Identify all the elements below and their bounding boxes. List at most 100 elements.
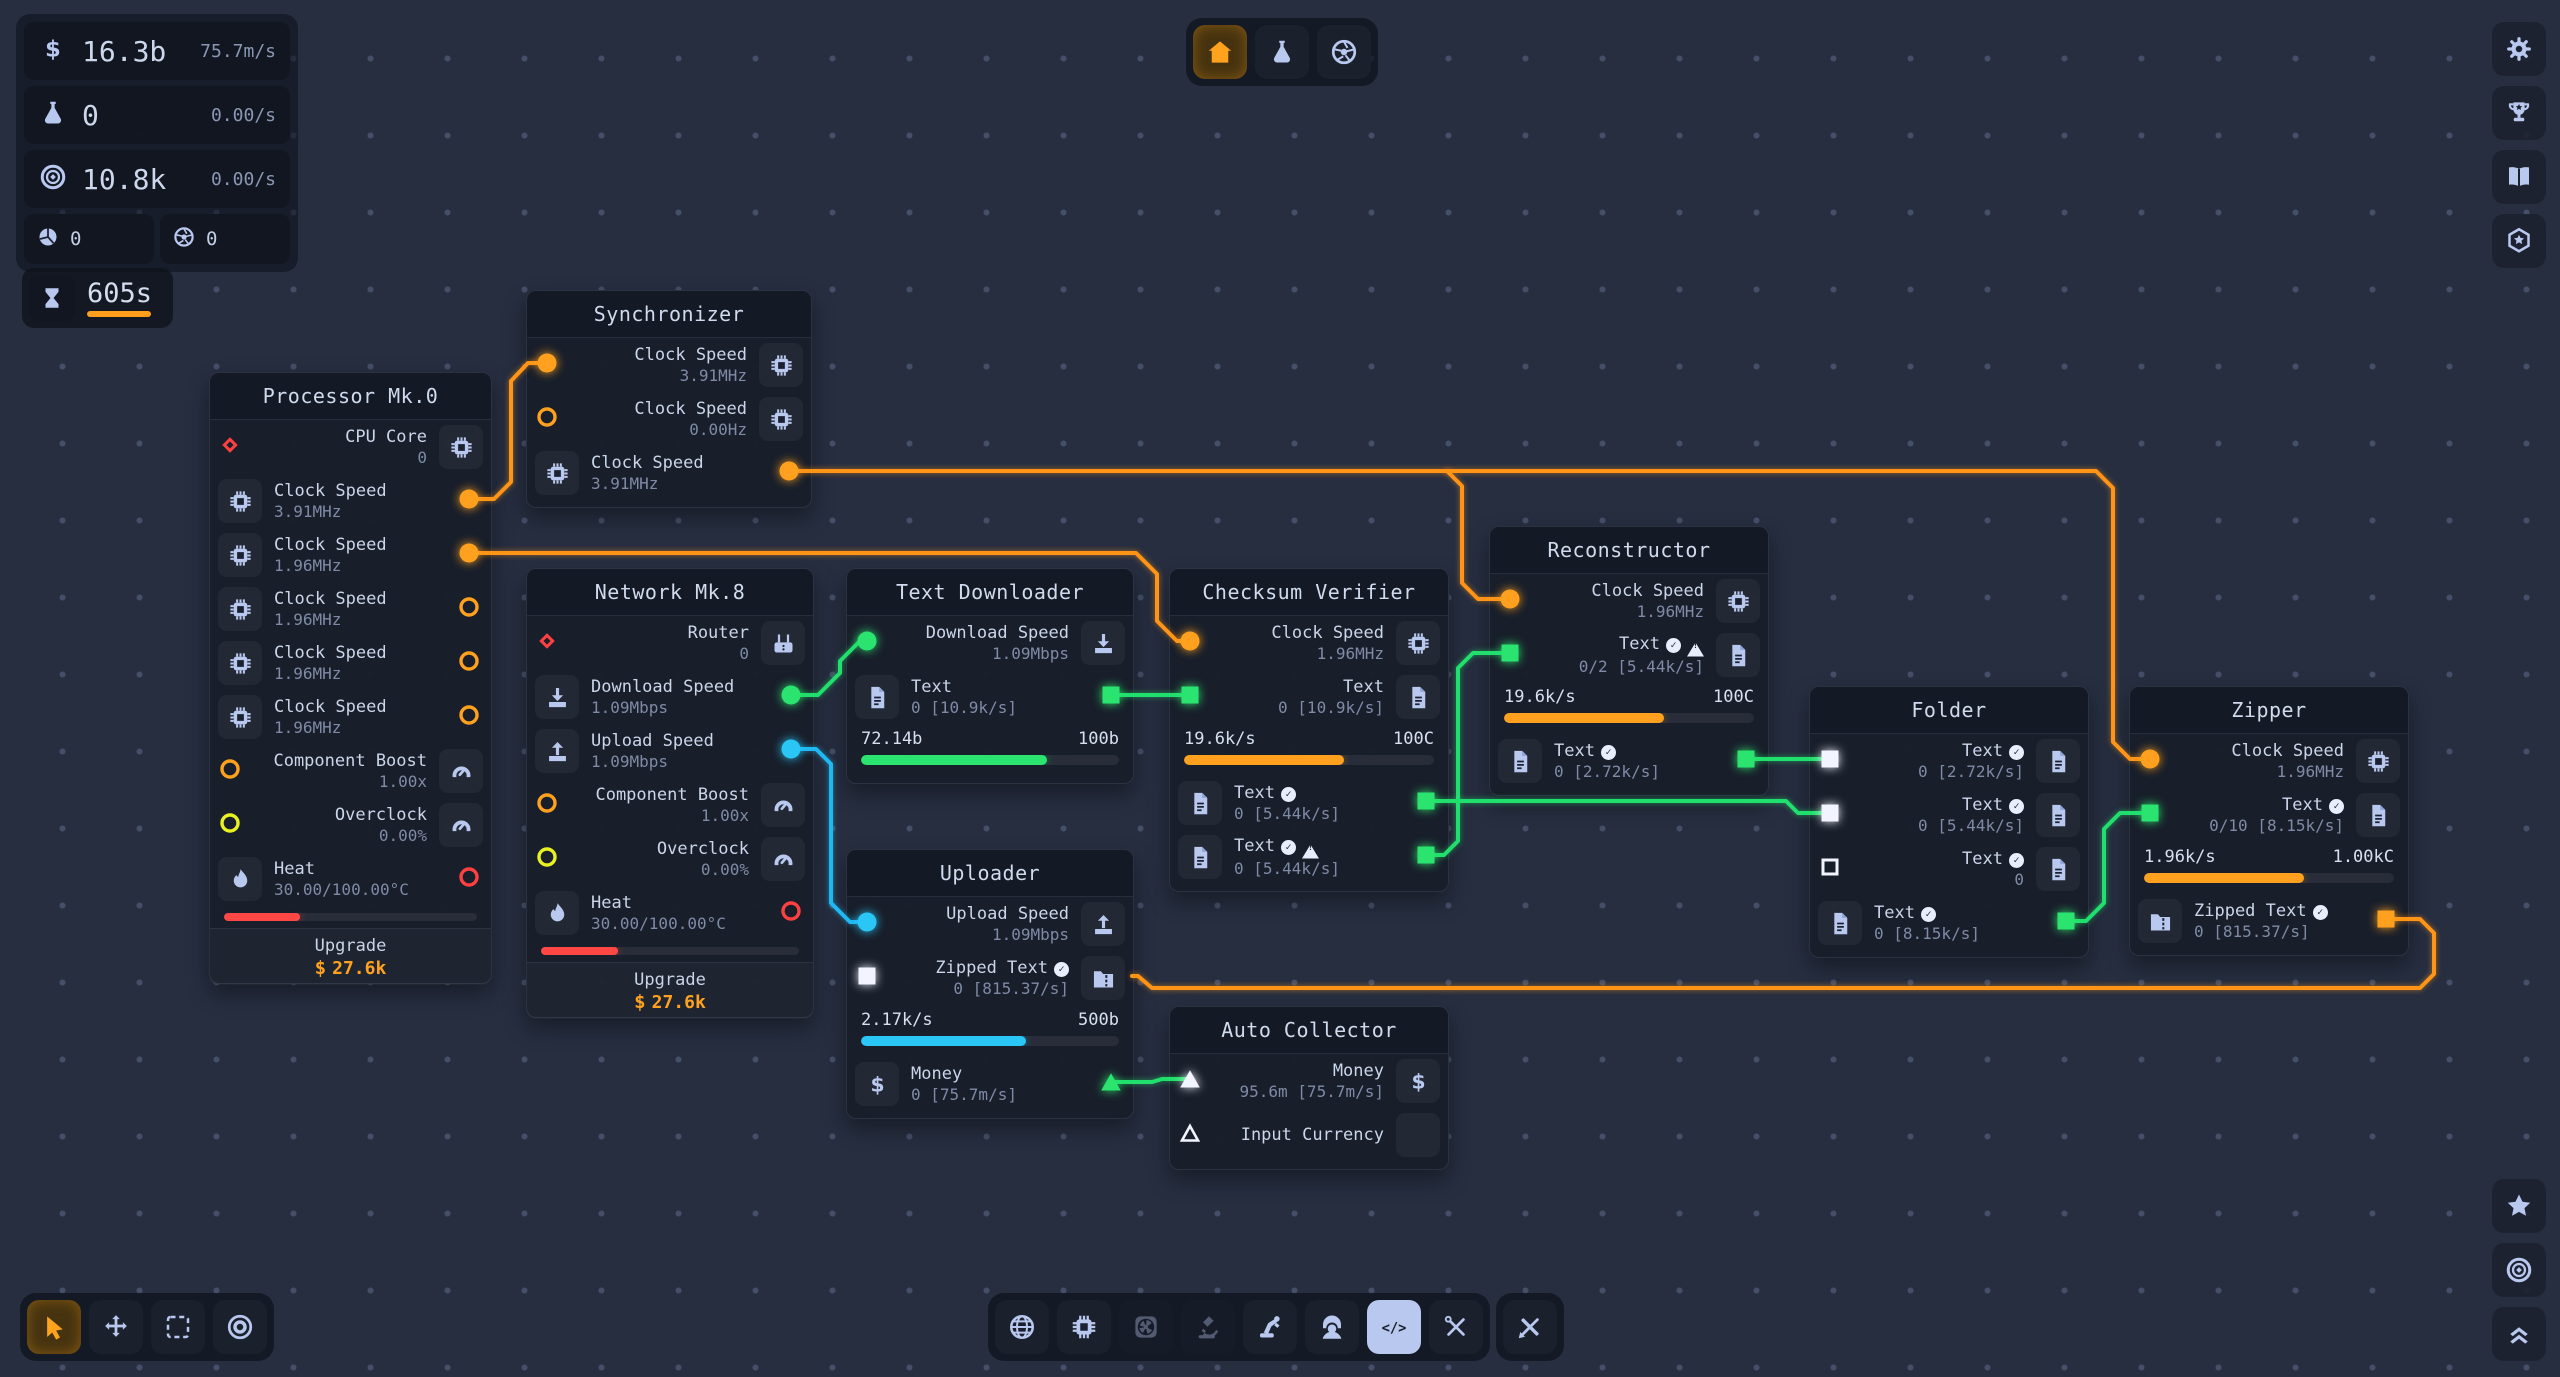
marquee-select-button[interactable] xyxy=(151,1300,205,1354)
port-triangle-filled[interactable] xyxy=(1099,1070,1123,1094)
port-circle-filled[interactable] xyxy=(779,737,803,761)
node-title[interactable]: Uploader xyxy=(847,850,1133,897)
node-title[interactable]: Auto Collector xyxy=(1170,1007,1448,1054)
port-circle-hollow[interactable] xyxy=(457,865,481,889)
fan-button[interactable] xyxy=(1119,1300,1173,1354)
cursor-icon xyxy=(47,1316,63,1340)
port-square-filled[interactable] xyxy=(1414,843,1438,867)
port-circle-filled[interactable] xyxy=(777,459,801,483)
node-title[interactable]: Folder xyxy=(1810,687,2088,734)
row-label: Money xyxy=(911,1064,1087,1085)
tools-button[interactable] xyxy=(1429,1300,1483,1354)
port-circle-hollow[interactable] xyxy=(457,595,481,619)
design-button[interactable] xyxy=(1503,1300,1557,1354)
node-title[interactable]: Processor Mk.0 xyxy=(210,373,491,420)
port-circle-hollow[interactable] xyxy=(218,811,242,835)
row-label-text: Clock Speed xyxy=(274,588,387,609)
port-square-filled[interactable] xyxy=(1818,801,1842,825)
trophy-button[interactable] xyxy=(2492,86,2546,140)
port-circle-hollow[interactable] xyxy=(535,405,559,429)
port-circle-hollow[interactable] xyxy=(457,649,481,673)
gear-button[interactable] xyxy=(2492,22,2546,76)
download-icon xyxy=(1094,633,1112,653)
globe-button[interactable] xyxy=(995,1300,1049,1354)
port-circle-hollow[interactable] xyxy=(218,757,242,781)
port-triangle-filled[interactable] xyxy=(1178,1067,1202,1091)
node-title[interactable]: Reconstructor xyxy=(1490,527,1768,574)
hex-star-button[interactable] xyxy=(2492,214,2546,268)
port-circle-filled[interactable] xyxy=(1498,587,1522,611)
node-title[interactable]: Zipper xyxy=(2130,687,2408,734)
port-circle-filled[interactable] xyxy=(2138,747,2162,771)
port-square-filled[interactable] xyxy=(1498,641,1522,665)
port-square-filled[interactable] xyxy=(1099,683,1123,707)
port-circle-filled[interactable] xyxy=(457,487,481,511)
node-title[interactable]: Synchronizer xyxy=(527,291,811,338)
port-circle-hollow[interactable] xyxy=(535,845,559,869)
disc-button[interactable] xyxy=(2492,1243,2546,1297)
flask-icon xyxy=(44,101,62,124)
port-square-hollow[interactable] xyxy=(1818,855,1842,879)
check-badge-icon: ✓ xyxy=(2009,744,2024,760)
hacker-button[interactable] xyxy=(1305,1300,1359,1354)
port-square-filled[interactable] xyxy=(2054,909,2078,933)
chip-icon xyxy=(229,544,251,566)
code-button[interactable]: </> xyxy=(1367,1300,1421,1354)
target-button[interactable] xyxy=(213,1300,267,1354)
port-circle-filled[interactable] xyxy=(855,629,879,653)
move-button[interactable] xyxy=(89,1300,143,1354)
node-title[interactable]: Checksum Verifier xyxy=(1170,569,1448,616)
port-triangle-hollow[interactable] xyxy=(1178,1121,1202,1145)
row-label: Router xyxy=(573,623,749,644)
microscope-button[interactable] xyxy=(1181,1300,1235,1354)
row-label-text: Download Speed xyxy=(591,676,735,697)
robot-arm-button[interactable] xyxy=(1243,1300,1297,1354)
shutter-button[interactable] xyxy=(1317,25,1371,79)
download-icon xyxy=(1081,621,1125,665)
chevrons-up-button[interactable] xyxy=(2492,1307,2546,1361)
port-diamond-hollow[interactable] xyxy=(535,629,559,653)
book-button[interactable] xyxy=(2492,150,2546,204)
upgrade-button[interactable]: Upgrade$27.6k xyxy=(527,962,813,1019)
port-square-filled[interactable] xyxy=(2138,801,2162,825)
upgrade-button[interactable]: Upgrade$27.6k xyxy=(210,928,491,985)
chip-button[interactable] xyxy=(1057,1300,1111,1354)
port-square-filled[interactable] xyxy=(1818,747,1842,771)
port-circle-hollow[interactable] xyxy=(457,703,481,727)
port-circle-filled[interactable] xyxy=(457,541,481,565)
port-circle-filled[interactable] xyxy=(535,351,559,375)
star-button[interactable] xyxy=(2492,1179,2546,1233)
port-square-filled[interactable] xyxy=(1414,789,1438,813)
port-diamond-hollow[interactable] xyxy=(218,433,242,457)
port-square-filled[interactable] xyxy=(2374,907,2398,931)
home-button[interactable] xyxy=(1193,25,1247,79)
doc-icon xyxy=(2051,804,2065,826)
node-title[interactable]: Text Downloader xyxy=(847,569,1133,616)
port-square-filled[interactable] xyxy=(1734,747,1758,771)
flame-icon xyxy=(535,891,579,935)
port-square-filled[interactable] xyxy=(1178,683,1202,707)
port-square-filled[interactable] xyxy=(855,964,879,988)
port-circle-hollow[interactable] xyxy=(779,899,803,923)
node-title[interactable]: Network Mk.8 xyxy=(527,569,813,616)
port-circle-hollow[interactable] xyxy=(535,791,559,815)
cursor-button[interactable] xyxy=(27,1300,81,1354)
port-circle-filled[interactable] xyxy=(1178,629,1202,653)
flask-button[interactable] xyxy=(1255,25,1309,79)
port-circle-filled[interactable] xyxy=(779,683,803,707)
port-circle-filled[interactable] xyxy=(855,910,879,934)
